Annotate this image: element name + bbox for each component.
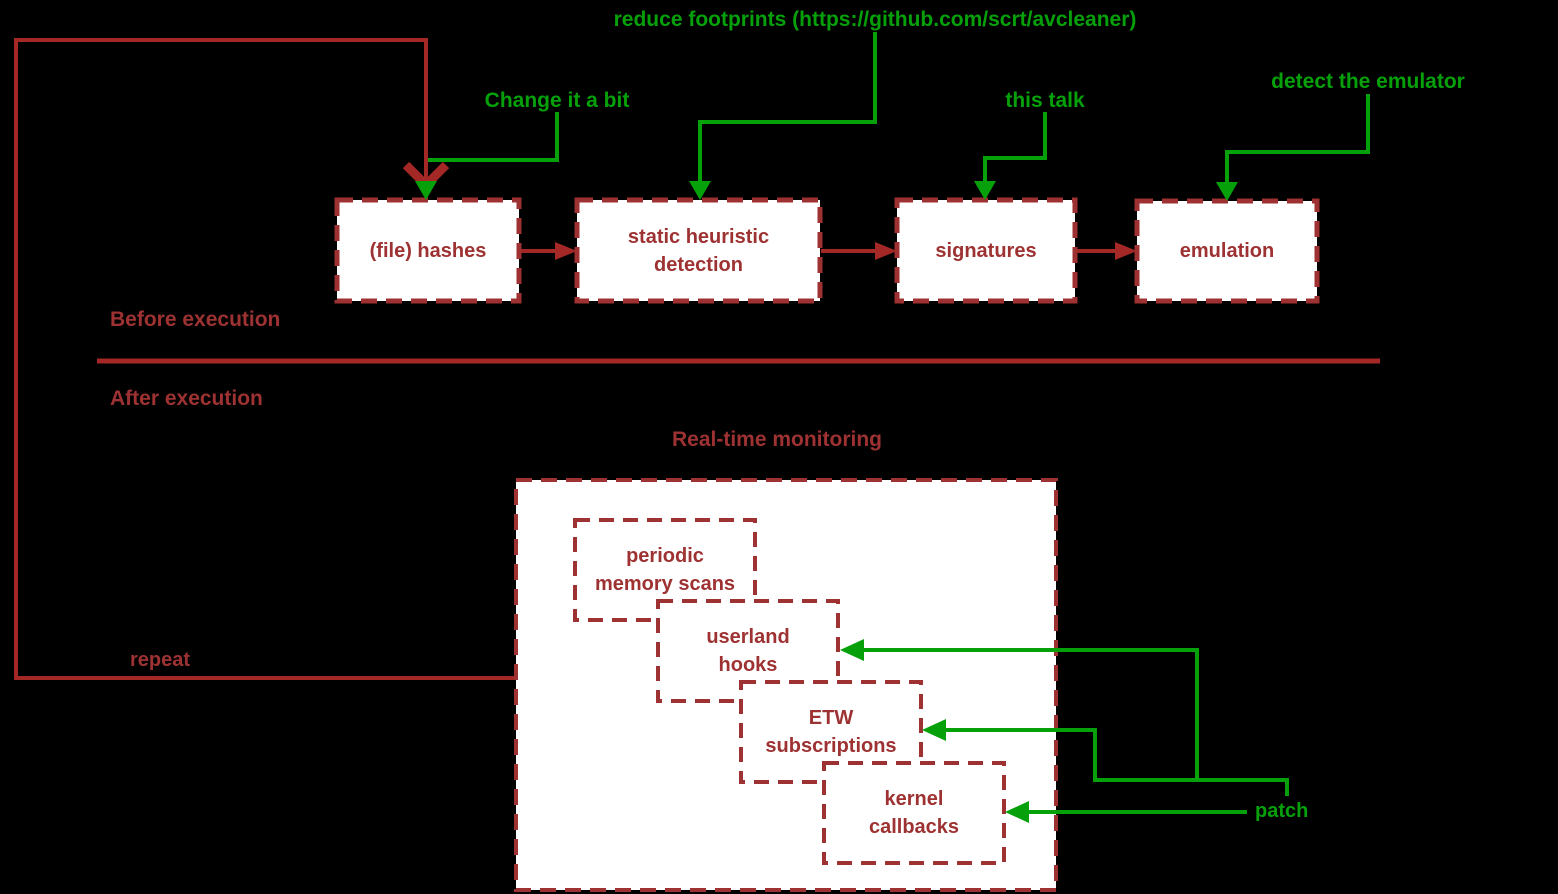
reduce-footprints-connector: [689, 32, 877, 200]
realtime-monitoring-title: Real-time monitoring: [671, 428, 883, 451]
patch-arrow-userland-hooks: [840, 639, 1199, 782]
change-it-a-bit-connector: [424, 112, 559, 192]
etw-subscriptions-label: ETW subscriptions: [765, 707, 897, 757]
after-execution-label: After execution: [110, 387, 263, 410]
emulation-label: emulation: [1179, 240, 1275, 262]
kernel-callbacks-label: kernel callbacks: [868, 788, 960, 838]
signatures-box: [894, 197, 1078, 304]
static-heuristic-detection-label: static heuristic detection: [627, 225, 770, 276]
static-heuristic-detection-box: [574, 197, 823, 304]
signatures-label: signatures: [935, 239, 1037, 262]
this-talk-label: this talk: [1005, 89, 1085, 112]
detect-emulator-label: detect the emulator: [1271, 70, 1465, 93]
userland-hooks-label: userland hooks: [706, 626, 790, 676]
patch-arrow-etw-subscriptions: [922, 719, 1097, 782]
flow-arrow-heuristic-to-signatures: [821, 242, 897, 260]
patch-trunk-line: [1093, 778, 1289, 796]
repeat-label: repeat: [130, 649, 191, 671]
detect-emulator-connector: [1216, 94, 1370, 201]
file-hashes-label: (file) hashes: [369, 239, 487, 262]
change-it-a-bit-label: Change it a bit: [484, 89, 630, 112]
patch-arrow-kernel-callbacks: [1005, 801, 1247, 823]
flow-arrow-signatures-to-emulation: [1077, 242, 1137, 260]
repeat-loop-line: [14, 38, 516, 680]
this-talk-connector: [974, 112, 1047, 200]
kernel-callbacks-box: [822, 761, 1006, 865]
reduce-footprints-label: reduce footprints (https://github.com/sc…: [613, 8, 1137, 31]
flow-arrow-hashes-to-heuristic: [521, 242, 577, 260]
patch-label: patch: [1255, 800, 1309, 822]
change-it-a-bit-arrowhead-icon: [415, 181, 437, 200]
before-execution-label: Before execution: [110, 308, 281, 331]
file-hashes-box: [334, 197, 522, 304]
periodic-memory-scans-label: periodic memory scans: [594, 545, 736, 595]
